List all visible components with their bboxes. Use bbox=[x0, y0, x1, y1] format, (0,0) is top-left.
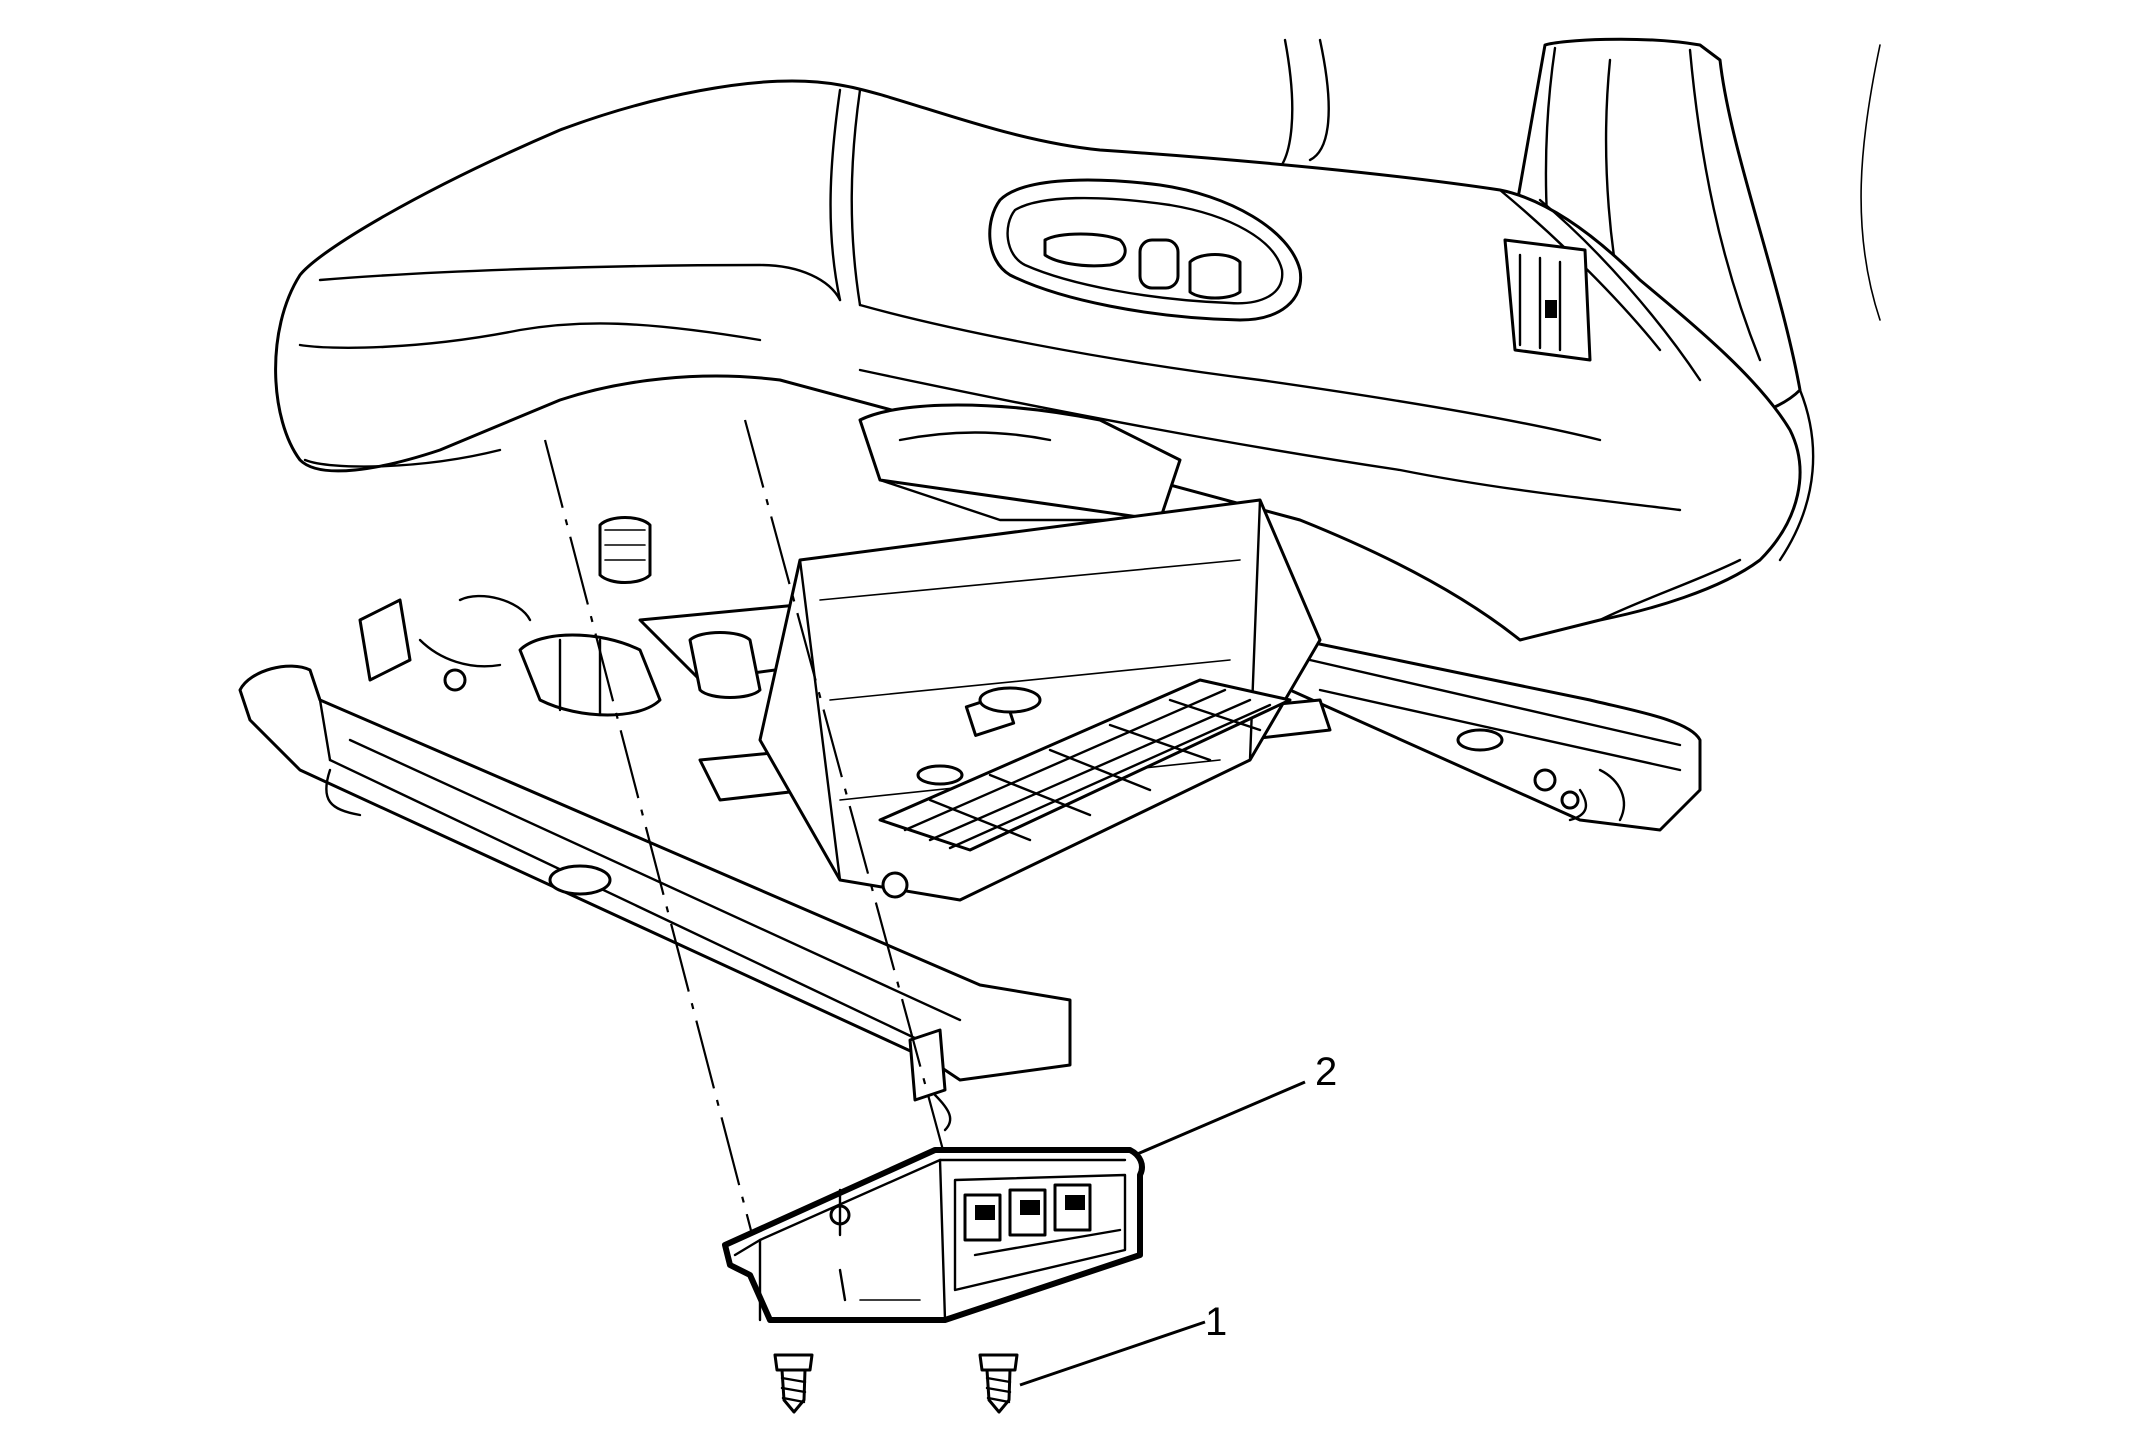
callout-1: 1 bbox=[1019, 1300, 1227, 1387]
seat-cushion bbox=[274, 79, 1802, 642]
screw-left bbox=[773, 1353, 814, 1414]
callout-2-label: 2 bbox=[1315, 1050, 1337, 1094]
screw-right bbox=[978, 1353, 1019, 1414]
side-connector bbox=[1503, 238, 1592, 362]
seat-switch-lumbar-icon bbox=[1188, 253, 1242, 300]
frame-mesh-panel bbox=[878, 678, 1292, 899]
seat-switch-recline-icon bbox=[1138, 238, 1180, 290]
callout-1-label: 1 bbox=[1205, 1300, 1227, 1344]
seat-adjuster-switch-bezel bbox=[988, 178, 1303, 322]
callout-2: 2 bbox=[1134, 1050, 1337, 1157]
seat-switch-fore-aft-icon bbox=[1043, 232, 1127, 268]
seat-control-module bbox=[722, 1147, 1145, 1323]
